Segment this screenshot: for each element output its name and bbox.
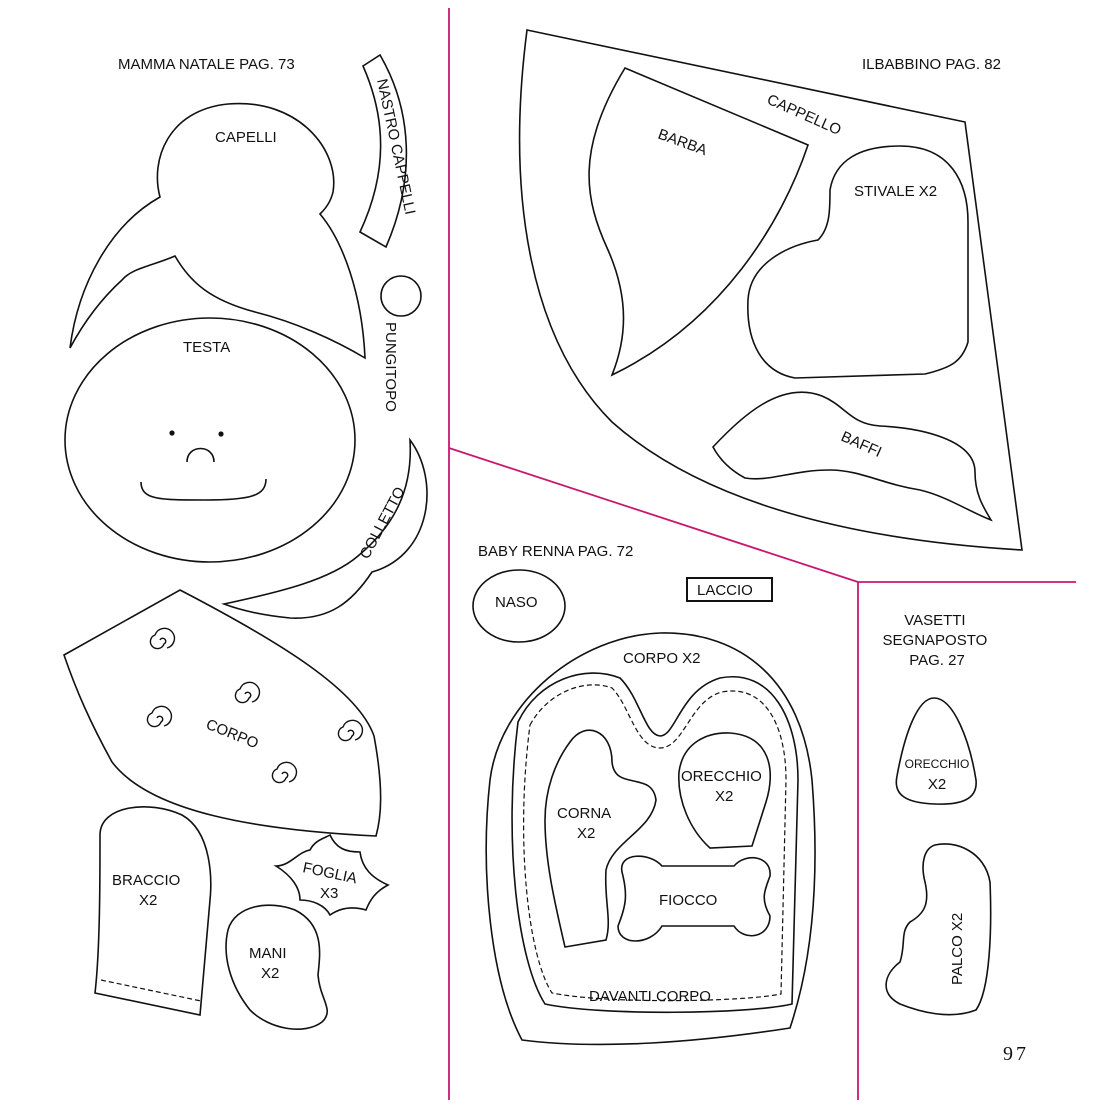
label-capelli: CAPELLI xyxy=(215,129,277,146)
spiral-icon xyxy=(271,761,298,784)
separator-diagonal xyxy=(448,447,859,583)
piece-pungitopo xyxy=(380,275,422,317)
spiral-icon xyxy=(337,719,364,742)
label-fiocco: FIOCCO xyxy=(659,892,717,909)
spiral-icon xyxy=(234,681,261,704)
piece-orecchio-vasetti xyxy=(895,697,977,805)
spiral-icon xyxy=(149,627,176,650)
piece-orecchio-renna xyxy=(678,732,772,849)
label-orecchio-vasetti-qty: X2 xyxy=(928,776,946,793)
section-title-babbino: ILBABBINO PAG. 82 xyxy=(862,56,1001,73)
label-braccio-qty: X2 xyxy=(139,892,157,909)
piece-colletto xyxy=(221,437,428,619)
piece-fiocco xyxy=(617,855,771,942)
section-title-mamma-natale: MAMMA NATALE PAG. 73 xyxy=(118,56,295,73)
piece-palco xyxy=(885,843,992,1016)
piece-testa xyxy=(64,317,356,563)
piece-corpo xyxy=(63,589,382,837)
label-corpo-renna: CORPO X2 xyxy=(623,650,701,667)
label-stivale: STIVALE X2 xyxy=(854,183,937,200)
title-line: PAG. 27 xyxy=(909,652,965,669)
stitch-line xyxy=(522,684,787,1002)
page-number: 97 xyxy=(1003,1043,1029,1065)
label-corna: CORNA xyxy=(557,805,611,822)
piece-mani xyxy=(225,904,328,1030)
label-corna-qty: X2 xyxy=(577,825,595,842)
piece-barba xyxy=(588,66,809,377)
label-braccio: BRACCIO xyxy=(112,872,180,889)
eye-icon xyxy=(218,431,224,437)
piece-foglia xyxy=(273,833,390,917)
label-pungitopo: PUNGITOPO xyxy=(382,322,399,412)
label-laccio: LACCIO xyxy=(697,582,753,599)
label-palco: PALCO X2 xyxy=(949,913,966,985)
piece-nastro-cappelli xyxy=(358,53,408,249)
piece-corna xyxy=(544,729,657,948)
piece-stivale xyxy=(747,145,969,379)
section-title-vasetti: VASETTI SEGNAPOSTO PAG. 27 xyxy=(883,612,992,669)
piece-laccio xyxy=(686,577,773,602)
piece-naso xyxy=(472,569,566,643)
title-line: SEGNAPOSTO xyxy=(883,632,988,649)
eye-icon xyxy=(169,430,175,436)
spiral-icon xyxy=(146,705,173,728)
label-mani: MANI xyxy=(249,945,287,962)
title-line: VASETTI xyxy=(904,612,965,629)
label-davanti-corpo: DAVANTI CORPO xyxy=(589,988,711,1005)
section-title-baby-renna: BABY RENNA PAG. 72 xyxy=(478,543,633,560)
label-naso: NASO xyxy=(495,594,538,611)
label-orecchio-vasetti: ORECCHIO xyxy=(905,757,970,771)
spiral-decorations xyxy=(146,627,364,784)
stitch-line xyxy=(100,979,202,1002)
label-testa: TESTA xyxy=(183,339,230,356)
piece-baffi xyxy=(712,391,993,522)
nose-icon xyxy=(186,447,215,463)
label-orecchio-renna-qty: X2 xyxy=(715,788,733,805)
mouth-icon xyxy=(140,478,267,501)
label-foglia-qty: X3 xyxy=(320,885,338,902)
label-orecchio-renna: ORECCHIO xyxy=(681,768,762,785)
piece-capelli xyxy=(69,102,366,360)
piece-braccio xyxy=(94,806,212,1016)
label-mani-qty: X2 xyxy=(261,965,279,982)
